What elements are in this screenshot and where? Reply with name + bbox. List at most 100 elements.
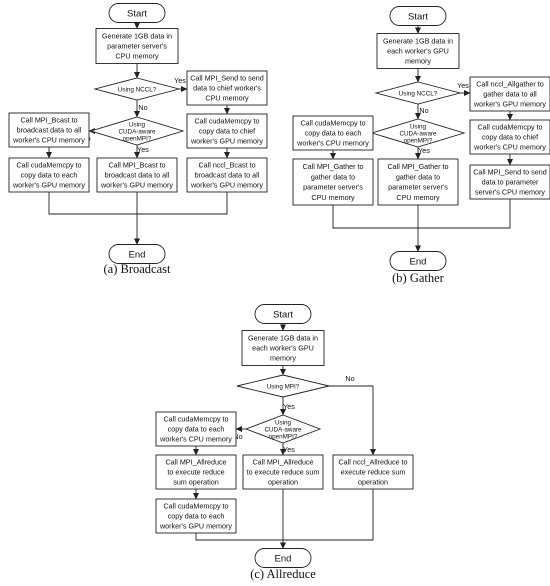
broadcast-caption: (a) Broadcast bbox=[104, 262, 172, 276]
broadcast-edge-a3: Yes bbox=[174, 76, 188, 92]
gather-node-gen-line: memory bbox=[405, 57, 431, 66]
allreduce-node-gen-line: Generate 1GB data in bbox=[248, 333, 318, 342]
gather-node-memcpy_chief-line: copy data to chief bbox=[482, 133, 538, 142]
allreduce-node-mpi-line: Using MPI? bbox=[267, 384, 300, 391]
broadcast-node-nccl_bcast-line: worker's GPU memory bbox=[190, 181, 263, 190]
allreduce-node-end: End bbox=[254, 548, 312, 568]
allreduce-edge-label-c4: No bbox=[345, 374, 354, 383]
gather-edge-label-b4: No bbox=[419, 106, 428, 115]
broadcast-node-cuda-line: CUDA-aware bbox=[118, 129, 156, 136]
broadcast-node-bcast_gpu-line: worker's GPU memory bbox=[100, 181, 173, 190]
allreduce-edge-c3: Yes bbox=[280, 397, 295, 416]
allreduce-node-gen: Generate 1GB data in each worker's GPUmem… bbox=[241, 330, 325, 366]
broadcast-node-cuda-line: openMPI? bbox=[123, 136, 152, 143]
broadcast-node-memcpy_each-line: worker's GPU memory bbox=[12, 181, 85, 190]
broadcast-node-end: End bbox=[108, 244, 166, 264]
gather-node-start: Start bbox=[389, 6, 447, 26]
broadcast-node-start: Start bbox=[108, 3, 166, 23]
broadcast-node-bcast_cpu-line: worker's CPU memory bbox=[12, 136, 85, 145]
gather-node-cuda-line: Using bbox=[410, 123, 427, 130]
gather-node-gather_cpu-line: CPU memory bbox=[311, 193, 355, 202]
gather-node-nccl-line: Using NCCL? bbox=[399, 91, 438, 98]
allreduce-node-end-line: End bbox=[275, 553, 292, 564]
gather-node-gather_cpu-line: gather data to bbox=[311, 172, 355, 181]
broadcast-node-mpisend-line: Call MPI_Send to send bbox=[190, 73, 264, 82]
gather-node-gen-line: Generate 1GB data in bbox=[383, 36, 453, 45]
gather-node-gather_gpu-line: parameter server's bbox=[388, 183, 448, 192]
broadcast-node-nccl-line: Using NCCL? bbox=[118, 87, 157, 94]
allreduce-edge-label-c3: Yes bbox=[283, 402, 295, 411]
gather-node-gather_gpu-line: CPU memory bbox=[396, 193, 440, 202]
broadcast-node-nccl_bcast-line: Call nccl_Bcast to bbox=[198, 160, 255, 169]
broadcast-node-memcpy_each-line: copy data to each bbox=[21, 171, 78, 180]
broadcast-node-bcast_cpu-line: Call MPI_Bcast to bbox=[20, 115, 77, 124]
allreduce-node-mpi: Using MPI? bbox=[236, 374, 330, 398]
allreduce-node-cuda-line: Using bbox=[275, 419, 292, 426]
gather-node-start-line: Start bbox=[408, 11, 428, 22]
allreduce-node-allreduce_cpu-line: to execute reduce bbox=[167, 468, 224, 477]
broadcast-edge-a4: No bbox=[134, 100, 148, 118]
broadcast-node-cuda-line: Using bbox=[129, 121, 146, 128]
allreduce-node-nccl_allreduce-line: execute reduce sum bbox=[341, 468, 406, 477]
broadcast-node-start-line: Start bbox=[127, 8, 147, 19]
allreduce-node-start-line: Start bbox=[273, 309, 293, 320]
allreduce-node-cuda-line: CUDA-aware bbox=[264, 427, 302, 434]
broadcast-node-mpisend: Call MPI_Send to send data to chief worke… bbox=[186, 70, 268, 106]
allreduce-node-start: Start bbox=[254, 304, 312, 324]
gather-node-end-line: End bbox=[410, 256, 427, 267]
allreduce-edge-c6: Yes bbox=[280, 443, 295, 456]
allreduce-node-gen-line: memory bbox=[270, 354, 296, 363]
gather-node-memcpy_chief-line: worker's CPU memory bbox=[473, 143, 546, 152]
allreduce-caption: (c) Allreduce bbox=[250, 567, 316, 581]
allreduce-node-gen-line: each worker's GPU bbox=[252, 344, 314, 353]
allreduce-node-nccl_allreduce-line: Call nccl_Allreduce to bbox=[338, 457, 407, 466]
allreduce-edge-label-c6: Yes bbox=[283, 445, 295, 454]
broadcast-edge-a6: Yes bbox=[134, 145, 149, 159]
broadcast-node-bcast_gpu-line: Call MPI_Bcast to bbox=[108, 160, 165, 169]
allreduce-node-memcpy_gpu-line: worker's GPU memory bbox=[159, 522, 232, 531]
allreduce-node-memcpy_gpu-line: Call cudaMemcpy to bbox=[163, 501, 228, 510]
gather-edge-label-b3: Yes bbox=[457, 81, 469, 90]
broadcast-node-memcpy_each-line: Call cudaMemcpy to bbox=[16, 160, 81, 169]
gather-caption: (b) Gather bbox=[392, 271, 445, 285]
broadcast-edge-label-a6: Yes bbox=[137, 145, 149, 154]
broadcast-node-gen-line: Generate 1GB data in bbox=[102, 31, 172, 40]
broadcast-node-memcpy_chief-line: worker's GPU memory bbox=[190, 137, 263, 146]
gather-edge-b3: Yes bbox=[457, 81, 471, 96]
broadcast-node-end-line: End bbox=[129, 249, 146, 260]
gather-node-mpisend-line: server's CPU memory bbox=[475, 188, 545, 197]
gather-node-allgather-line: Call nccl_Allgather to bbox=[476, 79, 544, 88]
allreduce-node-allreduce_cpu-line: Call MPI_Allreduce bbox=[165, 457, 226, 466]
broadcast-node-bcast_cpu-line: broadcast data to all bbox=[17, 126, 82, 135]
broadcast-node-nccl: Using NCCL? bbox=[93, 77, 181, 101]
broadcast-node-mpisend-line: CPU memory bbox=[205, 94, 249, 103]
allreduce-node-nccl_allreduce: Call nccl_Allreduce to execute reduce sum… bbox=[332, 454, 414, 490]
allreduce-node-allreduce_gpu-line: to execute reduce sum bbox=[247, 468, 320, 477]
gather-node-memcpy_chief-line: Call cudaMemcpy to bbox=[477, 122, 542, 131]
broadcast-node-memcpy_chief-line: copy data to chief bbox=[199, 127, 255, 136]
allreduce-node-allreduce_gpu-line: operation bbox=[268, 478, 298, 487]
broadcast-edge-a10 bbox=[48, 192, 228, 245]
allreduce-node-memcpy_cpu-line: copy data to each bbox=[168, 425, 225, 434]
broadcast-node-mpisend-line: data to chief worker's bbox=[193, 84, 261, 93]
gather-node-gather_gpu-line: Call MPI_Gather to bbox=[387, 162, 448, 171]
allreduce-node-allreduce_cpu-line: sum operation bbox=[173, 478, 219, 487]
gather-edge-b4: No bbox=[415, 104, 429, 120]
broadcast-edge-label-a3: Yes bbox=[174, 76, 186, 85]
allreduce-node-memcpy_cpu-line: worker's CPU memory bbox=[159, 435, 232, 444]
